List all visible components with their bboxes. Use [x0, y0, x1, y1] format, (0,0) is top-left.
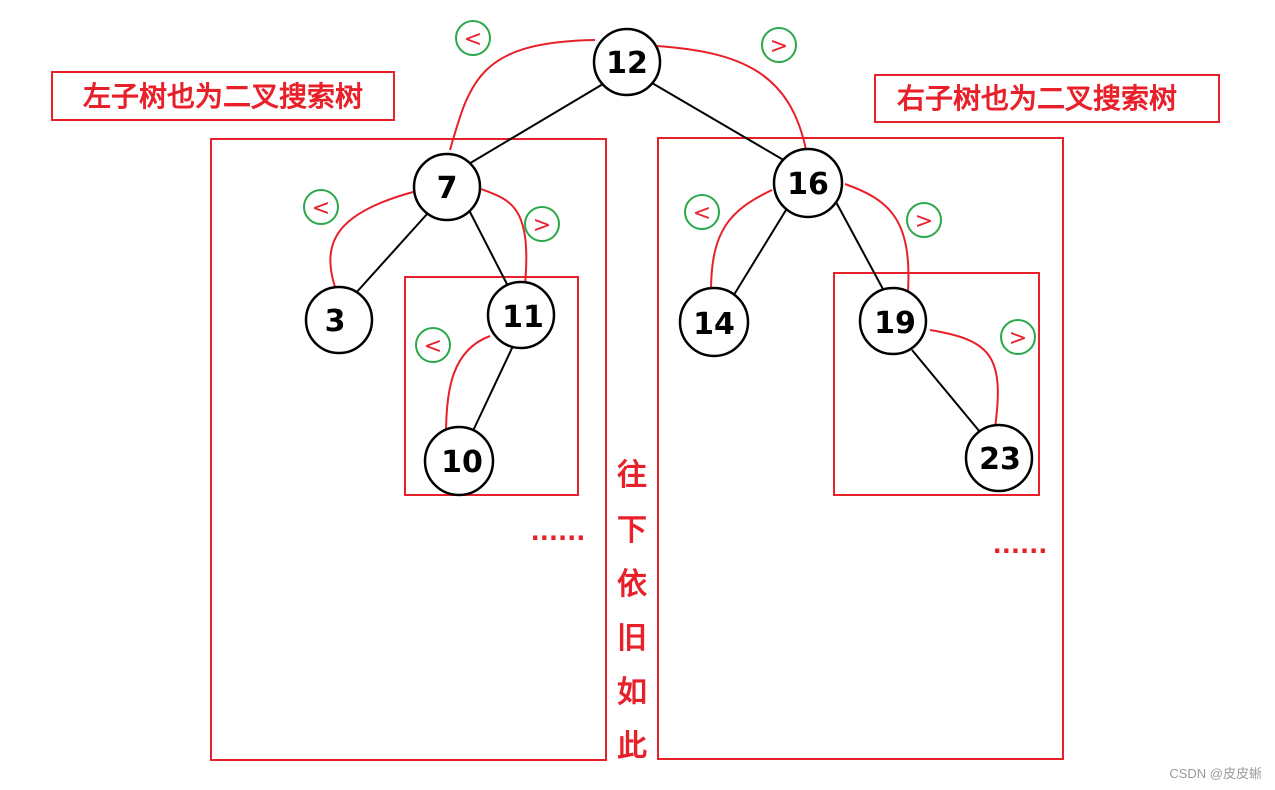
edge-7-3 [354, 212, 429, 295]
vertical-char: 依 [617, 567, 648, 602]
right-title-text: 右子树也为二叉搜索树 [897, 82, 1177, 115]
compare-badge-gt: > [906, 202, 942, 238]
arc-3-7 [329, 191, 414, 288]
node-value: 11 [502, 300, 544, 335]
edge-12-16 [651, 82, 788, 163]
compare-symbol: < [464, 27, 482, 52]
middle-vertical-text: 往 下 依 旧 如 此 [617, 458, 648, 764]
compare-badge-lt: < [684, 194, 720, 230]
compare-badge-gt: > [524, 206, 560, 242]
arc-14-16 [710, 189, 773, 293]
tree-node-10: 10 [423, 425, 495, 497]
tree-edges [354, 82, 981, 434]
edge-11-10 [471, 345, 514, 434]
left-title-box [51, 71, 395, 121]
left-inner-subtree-box [404, 276, 579, 496]
compare-badge-gt: > [1000, 319, 1036, 355]
node-value: 3 [325, 304, 346, 339]
tree-node-19: 19 [858, 286, 928, 356]
edge-12-7 [466, 83, 604, 166]
right-subtree-box [657, 137, 1064, 760]
tree-node-14: 14 [678, 286, 750, 358]
left-title-text: 左子树也为二叉搜索树 [83, 80, 363, 113]
compare-symbol: > [1009, 326, 1027, 351]
node-value: 23 [979, 442, 1021, 477]
arc-23-19 [929, 329, 999, 429]
left-title: 左子树也为二叉搜索树 [51, 71, 395, 121]
node-value: 16 [787, 167, 829, 202]
right-ellipsis: ...... [993, 531, 1048, 559]
compare-symbol: > [533, 213, 551, 238]
arc-11-7 [480, 188, 528, 286]
arc-7-12 [449, 39, 596, 151]
compare-badge-gt: > [761, 27, 797, 63]
edge-19-23 [911, 349, 981, 433]
compare-badge-lt: < [455, 20, 491, 56]
subtree-boxes [210, 137, 1064, 761]
edge-16-14 [731, 209, 787, 299]
edge-16-19 [835, 201, 885, 292]
left-subtree-box [210, 138, 607, 761]
compare-symbol: > [770, 34, 788, 59]
tree-node-11: 11 [486, 280, 556, 350]
comparison-arcs [329, 39, 999, 436]
node-value: 7 [437, 171, 458, 206]
tree-node-3: 3 [304, 285, 374, 355]
vertical-char: 如 [617, 675, 647, 710]
compare-symbol: < [312, 196, 330, 221]
tree-node-12: 12 [592, 27, 662, 97]
vertical-char: 往 [617, 458, 647, 493]
compare-badge-lt: < [415, 327, 451, 363]
node-value: 12 [606, 46, 648, 81]
node-value: 10 [441, 445, 483, 480]
compare-symbol: < [693, 201, 711, 226]
right-title: 右子树也为二叉搜索树 [874, 74, 1220, 123]
compare-symbol: < [424, 334, 442, 359]
right-title-box [874, 74, 1220, 123]
right-inner-subtree-box [833, 272, 1040, 496]
comparison-badges: < > < > < < > > [303, 20, 1036, 363]
compare-badge-lt: < [303, 189, 339, 225]
watermark: CSDN @皮皮蜥 [1169, 766, 1262, 781]
tree-nodes: 12 7 16 3 11 10 14 19 [304, 27, 1034, 497]
vertical-char: 此 [617, 729, 647, 764]
left-ellipsis: ...... [531, 518, 586, 546]
tree-node-16: 16 [772, 147, 844, 219]
tree-node-23: 23 [964, 423, 1034, 493]
vertical-char: 下 [617, 513, 647, 548]
arc-19-16 [844, 183, 910, 293]
arc-16-12 [656, 45, 807, 151]
vertical-char: 旧 [617, 621, 647, 656]
node-value: 14 [693, 307, 735, 342]
node-value: 19 [874, 306, 916, 341]
compare-symbol: > [915, 209, 933, 234]
tree-node-7: 7 [412, 152, 482, 222]
arc-10-11 [445, 335, 491, 436]
edge-7-11 [469, 211, 511, 291]
